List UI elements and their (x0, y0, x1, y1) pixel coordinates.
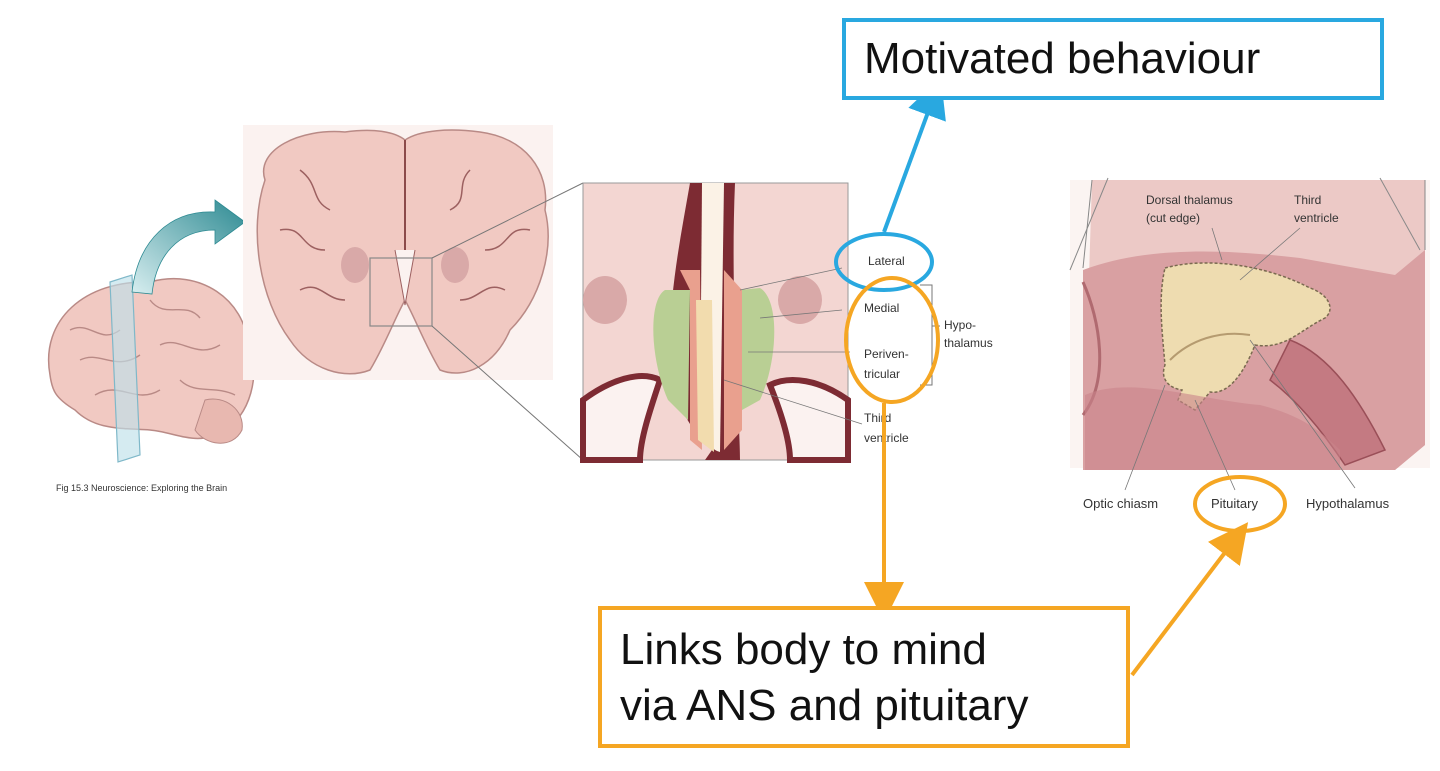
motivated-behaviour-text: Motivated behaviour (864, 34, 1261, 83)
label-hypothalamus-right: Hypothalamus (1306, 496, 1390, 511)
label-third-ventricle-1: Third (864, 411, 891, 425)
label-third-ventricle-2: ventricle (864, 431, 909, 445)
blue-connector-arrow (882, 77, 946, 233)
label-periventricular-1: Periven- (864, 347, 909, 361)
label-hypothalamus-1: Hypo- (944, 318, 976, 332)
label-hypothalamus-2: thalamus (944, 336, 993, 350)
label-pituitary: Pituitary (1211, 496, 1258, 511)
medial-highlight-ellipse (844, 276, 940, 404)
coronal-section-illustration (243, 125, 553, 380)
hypothalamus-3d-illustration (1069, 177, 1430, 491)
label-optic-chiasm: Optic chiasm (1083, 496, 1158, 511)
zoom-lines (431, 182, 584, 461)
label-dorsal-thalamus-2: (cut edge) (1146, 211, 1200, 225)
whole-brain-illustration (47, 274, 255, 463)
label-third-ventricle-right-1: Third (1294, 193, 1321, 207)
hypothalamus-zoom-panel (580, 182, 863, 463)
label-third-ventricle-right-2: ventricle (1294, 211, 1339, 225)
label-medial: Medial (864, 301, 899, 315)
label-periventricular-2: tricular (864, 367, 900, 381)
figure-caption: Fig 15.3 Neuroscience: Exploring the Bra… (56, 483, 228, 493)
lateral-highlight-ellipse (834, 232, 934, 292)
label-dorsal-thalamus-1: Dorsal thalamus (1146, 193, 1233, 207)
motivated-behaviour-callout: Motivated behaviour (842, 18, 1384, 100)
label-lateral: Lateral (868, 254, 905, 268)
orange-pituitary-arrow (1130, 522, 1249, 677)
links-line-1: Links body to mind (620, 625, 987, 674)
links-body-mind-callout: Links body to mind via ANS and pituitary (598, 606, 1130, 748)
links-line-2: via ANS and pituitary (620, 681, 1029, 730)
